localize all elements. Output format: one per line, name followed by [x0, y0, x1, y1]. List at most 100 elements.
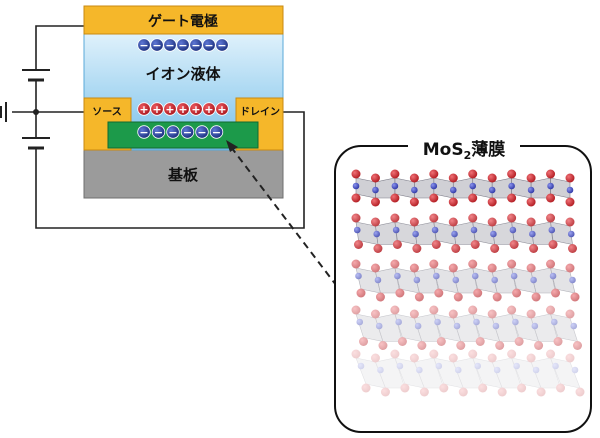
mo-atom — [430, 182, 438, 190]
s-atom — [409, 217, 419, 227]
s-atom — [436, 337, 446, 346]
s-atom — [448, 309, 458, 319]
negative-charge: − — [151, 125, 166, 139]
s-atom — [429, 193, 439, 203]
mo-atom — [374, 276, 382, 284]
s-atom — [468, 169, 478, 179]
s-atom — [409, 197, 419, 207]
svg-text:−: − — [212, 126, 221, 139]
s-atom — [531, 292, 541, 302]
s-atom — [507, 349, 517, 359]
mo-atom — [549, 272, 557, 280]
mo-atom — [394, 272, 401, 280]
mo-atom — [527, 186, 535, 194]
s-atom — [429, 305, 439, 315]
s-atom — [458, 387, 468, 397]
s-atom — [429, 213, 439, 223]
s-atom — [429, 259, 439, 269]
mo-atom — [453, 322, 461, 330]
s-atom — [351, 213, 361, 223]
s-atom — [356, 288, 366, 298]
s-atom — [409, 173, 419, 183]
negative-ion: − — [150, 38, 164, 52]
svg-text:+: + — [139, 103, 148, 116]
negative-ion: − — [215, 38, 229, 52]
mo-atom — [488, 186, 496, 194]
positive-ion: + — [202, 102, 216, 116]
mo-atom — [571, 366, 579, 374]
s-atom — [487, 197, 497, 207]
mo-atom — [490, 230, 497, 238]
svg-text:−: − — [154, 126, 163, 139]
mo-atom — [435, 362, 443, 370]
s-atom — [553, 337, 563, 346]
s-atom — [370, 217, 380, 227]
s-atom — [354, 240, 363, 249]
svg-text:−: − — [183, 126, 192, 139]
mo-atom — [412, 230, 419, 238]
svg-text:−: − — [152, 39, 161, 52]
s-atom — [475, 337, 485, 346]
mo-atom — [529, 230, 536, 238]
s-atom — [448, 197, 458, 207]
svg-text:+: + — [152, 103, 161, 116]
mo-atom — [451, 230, 458, 238]
mos2-layer — [351, 259, 580, 302]
s-atom — [370, 263, 380, 273]
positive-ion: + — [137, 102, 151, 116]
s-atom — [378, 341, 388, 350]
s-atom — [448, 263, 458, 273]
mo-atom — [570, 322, 578, 330]
s-atom — [361, 383, 371, 393]
s-atom — [468, 305, 478, 315]
s-atom — [507, 305, 517, 315]
s-atom — [373, 244, 383, 253]
s-atom — [487, 263, 497, 273]
s-atom — [468, 259, 478, 269]
s-atom — [495, 341, 505, 350]
s-atom — [429, 349, 439, 359]
s-atom — [507, 259, 517, 269]
s-atom — [451, 244, 461, 253]
s-atom — [395, 288, 405, 298]
mo-atom — [375, 322, 383, 330]
mo-atom — [449, 186, 457, 194]
mo-atom — [392, 226, 400, 234]
inset-title-backdrop — [408, 134, 520, 160]
mo-atom — [372, 186, 379, 194]
s-atom — [546, 193, 556, 203]
s-atom — [565, 353, 575, 363]
s-atom — [507, 169, 517, 179]
s-atom — [534, 341, 544, 350]
s-atom — [351, 193, 361, 203]
svg-text:+: + — [217, 103, 226, 116]
device-stack: 基板 イオン液体 ゲート電極 ソース ドレイン −−−−−−− +++++++ … — [83, 5, 284, 199]
negative-ion: − — [202, 38, 216, 52]
s-atom — [546, 305, 556, 315]
mo-atom — [547, 182, 554, 190]
s-atom — [397, 337, 407, 346]
mo-atom — [377, 366, 384, 374]
substrate-label: 基板 — [167, 166, 199, 184]
mo-atom — [352, 182, 360, 190]
mo-atom — [356, 318, 364, 326]
s-atom — [575, 387, 585, 397]
s-atom — [565, 197, 575, 207]
mo-atom — [473, 318, 480, 326]
s-atom — [370, 173, 380, 183]
mo-atom — [469, 182, 477, 190]
mo-atom — [550, 318, 558, 326]
s-atom — [565, 217, 575, 227]
s-atom — [370, 309, 380, 319]
mo-atom — [414, 322, 422, 330]
s-atom — [380, 387, 390, 397]
s-atom — [507, 213, 517, 223]
negative-ion: − — [176, 38, 190, 52]
s-atom — [529, 244, 539, 253]
s-atom — [470, 240, 480, 249]
s-atom — [448, 217, 458, 227]
positive-ion: + — [176, 102, 190, 116]
s-atom — [497, 387, 507, 397]
mo-atom — [433, 272, 440, 280]
svg-text:−: − — [168, 126, 177, 139]
